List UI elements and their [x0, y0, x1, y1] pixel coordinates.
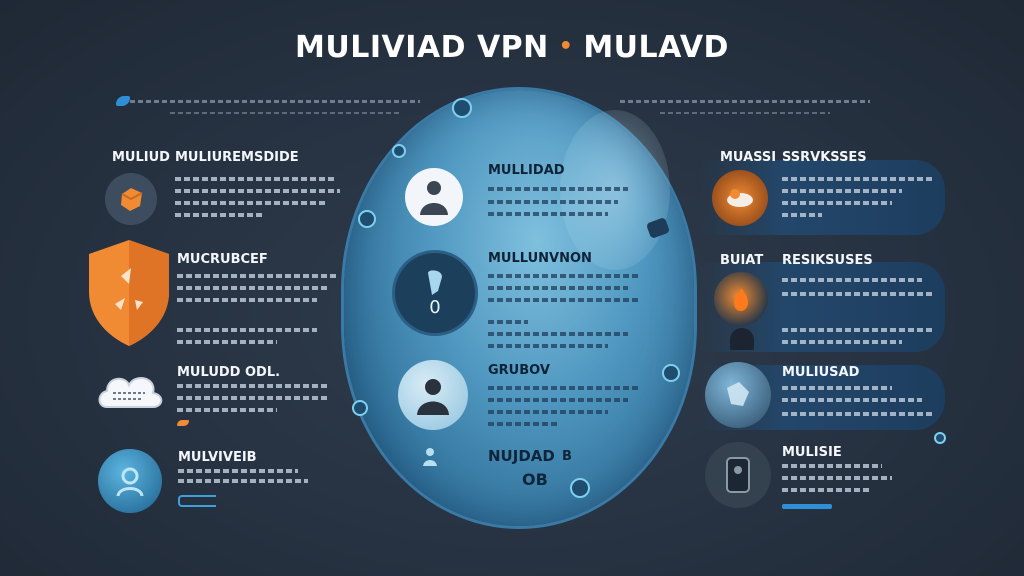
right-row-3-line-2	[782, 398, 922, 402]
left-row-2-line-2	[177, 286, 327, 290]
blue-person-icon	[98, 449, 162, 513]
left-row-3[interactable]: MULUDD ODL.	[95, 360, 345, 430]
node-icon-left-mid	[358, 210, 376, 228]
left-row-1-line-4	[175, 213, 265, 217]
oval-item-2-line-1	[488, 274, 638, 278]
title-separator: •	[558, 34, 574, 59]
left-row-1[interactable]: MULIUD MULIUREMSDIDE	[100, 145, 360, 235]
page-title: MULIVIAD VPN • MULAVD	[0, 30, 1024, 65]
right-row-1-line-3	[782, 201, 892, 205]
left-row-2-line-1	[177, 274, 337, 278]
top-right-line	[620, 100, 870, 106]
left-row-4[interactable]: MULVIVEIB	[98, 445, 338, 515]
title-left: MULIVIAD VPN	[295, 30, 549, 65]
left-row-1-line-2	[175, 189, 340, 193]
oval-item-1-line-3	[488, 212, 608, 216]
right-row-1-heading: SSRVKSSES	[782, 150, 867, 165]
right-row-2-line-2	[782, 292, 932, 296]
oval-item-3-line-4	[488, 422, 558, 426]
left-row-2-line-4	[177, 328, 317, 332]
right-row-4-line-2	[782, 476, 892, 480]
oval-item-1-line-2	[488, 200, 618, 204]
oval-item-3-heading: GRUBOV	[488, 363, 550, 378]
node-icon-right	[662, 364, 680, 382]
user-icon	[405, 168, 463, 226]
left-row-3-line-1	[177, 384, 327, 388]
user-globe-icon	[398, 360, 468, 430]
top-right-subline	[660, 112, 830, 118]
oval-footer-suffix: B	[562, 449, 572, 464]
oval-item-3-line-1	[488, 386, 638, 390]
left-row-1-line-1	[175, 177, 335, 181]
orange-shield-icon	[85, 240, 173, 348]
node-icon-left	[392, 144, 406, 158]
oval-item-3-line-2	[488, 398, 628, 402]
right-row-1-line-2	[782, 189, 902, 193]
oval-item-2-line-4	[488, 320, 528, 324]
oval-item-1-line-1	[488, 187, 628, 191]
small-user-icon	[422, 446, 438, 466]
right-row-2-line-4	[782, 340, 902, 344]
orange-disc-icon	[712, 170, 768, 226]
right-row-4-heading: MULISIE	[782, 445, 842, 460]
node-icon-bottom	[570, 478, 590, 498]
left-row-2[interactable]: MUCRUBCEF	[85, 240, 345, 350]
left-row-2-line-3	[177, 298, 317, 302]
right-row-2-line-1	[782, 278, 922, 282]
lock-value: 0	[429, 296, 441, 318]
left-row-4-heading: MULVIVEIB	[178, 450, 257, 465]
top-left-subline	[170, 112, 400, 118]
oval-footer-code: OB	[522, 470, 548, 489]
left-row-3-line-3	[177, 408, 277, 412]
oval-item-2-line-5	[488, 332, 628, 336]
right-row-3[interactable]: MULIUSAD	[705, 360, 945, 440]
right-row-4-line-1	[782, 464, 882, 468]
orange-cube-icon	[105, 173, 157, 225]
bird-small-icon	[177, 420, 189, 426]
right-row-4-line-3	[782, 488, 872, 492]
left-row-3-line-2	[177, 396, 327, 400]
left-row-2-heading: MUCRUBCEF	[177, 252, 268, 267]
top-left-line	[130, 100, 420, 106]
node-icon-top	[452, 98, 472, 118]
globe-icon	[705, 362, 771, 428]
oval-item-2-line-2	[488, 286, 628, 290]
right-row-2[interactable]: BUIAT RESIKSUSES	[712, 250, 952, 355]
progress-bracket	[178, 495, 216, 507]
oval-item-1-heading: MULLIDAD	[488, 163, 565, 178]
title-right: MULAVD	[583, 30, 729, 65]
right-row-1-badge: MUASSI	[720, 150, 777, 165]
cloud-icon	[95, 368, 167, 410]
left-row-3-heading: MULUDD ODL.	[177, 365, 281, 380]
oval-item-3-line-3	[488, 410, 608, 414]
right-row-1[interactable]: MUASSI SSRVKSSES	[712, 145, 952, 235]
left-row-1-heading: MULIUREMSDIDE	[175, 150, 299, 165]
oval-item-2-line-3	[488, 298, 638, 302]
left-row-4-line-2	[178, 479, 308, 483]
right-row-2-heading: RESIKSUSES	[782, 253, 873, 268]
oval-item-2-line-6	[488, 344, 608, 348]
device-icon	[705, 442, 771, 508]
fire-icon	[714, 272, 768, 326]
node-icon-lower-left	[352, 400, 368, 416]
left-row-4-line-1	[178, 469, 298, 473]
lock-icon[interactable]: 0	[392, 250, 478, 336]
right-row-2-line-3	[782, 328, 932, 332]
progress-bar	[782, 504, 832, 509]
oval-footer-label: NUJDAD	[488, 447, 555, 465]
right-row-3-heading: MULIUSAD	[782, 365, 860, 380]
right-row-3-line-3	[782, 412, 932, 416]
right-row-4[interactable]: MULISIE	[705, 440, 935, 520]
right-row-1-line-1	[782, 177, 932, 181]
bird-icon	[116, 96, 130, 106]
node-icon-far-right	[934, 432, 946, 444]
left-row-1-line-3	[175, 201, 325, 205]
oval-item-2-heading: MULLUNVNON	[488, 251, 592, 266]
left-row-1-badge: MULIUD	[112, 150, 170, 165]
right-row-1-line-4	[782, 213, 822, 217]
right-row-2-badge: BUIAT	[720, 253, 764, 268]
right-row-3-line-1	[782, 386, 892, 390]
left-row-2-line-5	[177, 340, 277, 344]
dark-figure-icon	[730, 328, 754, 350]
